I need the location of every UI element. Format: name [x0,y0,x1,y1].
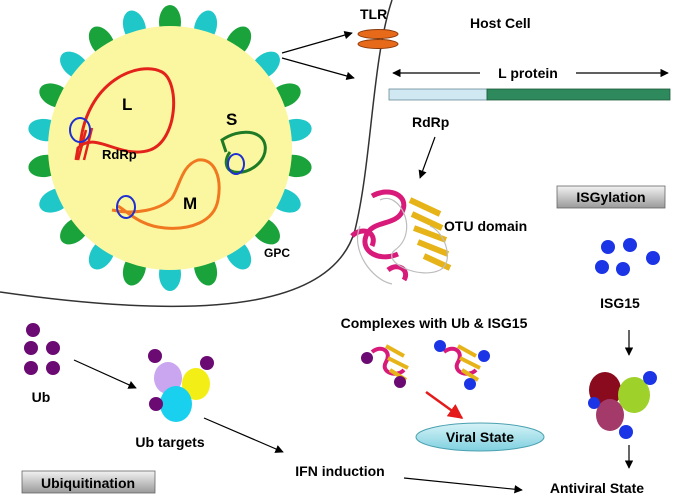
cell-membrane [0,0,393,308]
l-protein-bar-otu [486,88,671,101]
otu-domain-label: OTU domain [444,218,527,234]
viral-state-label: Viral State [446,429,514,445]
isg15-dots [595,238,660,276]
ub-complex [361,344,409,388]
virion-body [48,26,292,270]
viral-state-oval [415,422,545,452]
s-segment-rdrp-circle [227,153,245,175]
antiviral-state-label: Antiviral State [550,480,644,494]
isg15-label: ISG15 [600,295,640,311]
rdrp-virus-label: RdRp [102,147,137,162]
otu-domain-structure [350,189,452,285]
ubiquitination-label: Ubiquitination [41,475,135,491]
isgylated-targets [588,371,657,439]
l-protein-label: L protein [498,65,558,81]
isgylation-label: ISGylation [576,189,645,205]
ifn-induction-label: IFN induction [295,463,384,479]
isg15-complex [434,340,490,390]
host-cell-label: Host Cell [470,15,531,31]
l-segment-tail [76,127,94,161]
red-arrow-to-viral-state [425,390,464,420]
segment-s-label: S [226,110,237,129]
ub-label: Ub [32,389,51,405]
virion: L S M RdRp [28,5,312,291]
l-segment-rdrp-circle [69,117,91,143]
rdrp-label: RdRp [412,114,449,130]
ub-targets-label: Ub targets [135,434,204,450]
isgylation-banner [556,185,666,209]
m-segment-rdrp-circle [116,195,136,219]
segment-l-label: L [122,95,132,114]
arrow-virion-to-tlr [281,31,353,54]
segment-m-label: M [183,194,197,213]
ub-targets-cluster [148,349,214,422]
s-segment-rna [220,130,267,174]
l-segment-rna [74,67,176,161]
arrow-virion-to-cell [281,57,355,81]
arrow-targets-to-ifn [203,417,284,453]
m-segment-rna [111,158,221,230]
arrow-ub-to-targets [73,359,137,389]
complexes-label: Complexes with Ub & ISG15 [341,315,528,331]
l-protein-bar-rdrp [388,88,488,101]
tlr-label: TLR [360,6,387,22]
arrow-ifn-to-antiviral [403,477,523,494]
arrow-rdrp-to-otu [418,136,436,179]
gpc-label: GPC [264,246,290,260]
ubiquitination-banner [21,470,156,494]
tlr-receptor [357,29,399,49]
ub-dots [24,323,60,375]
